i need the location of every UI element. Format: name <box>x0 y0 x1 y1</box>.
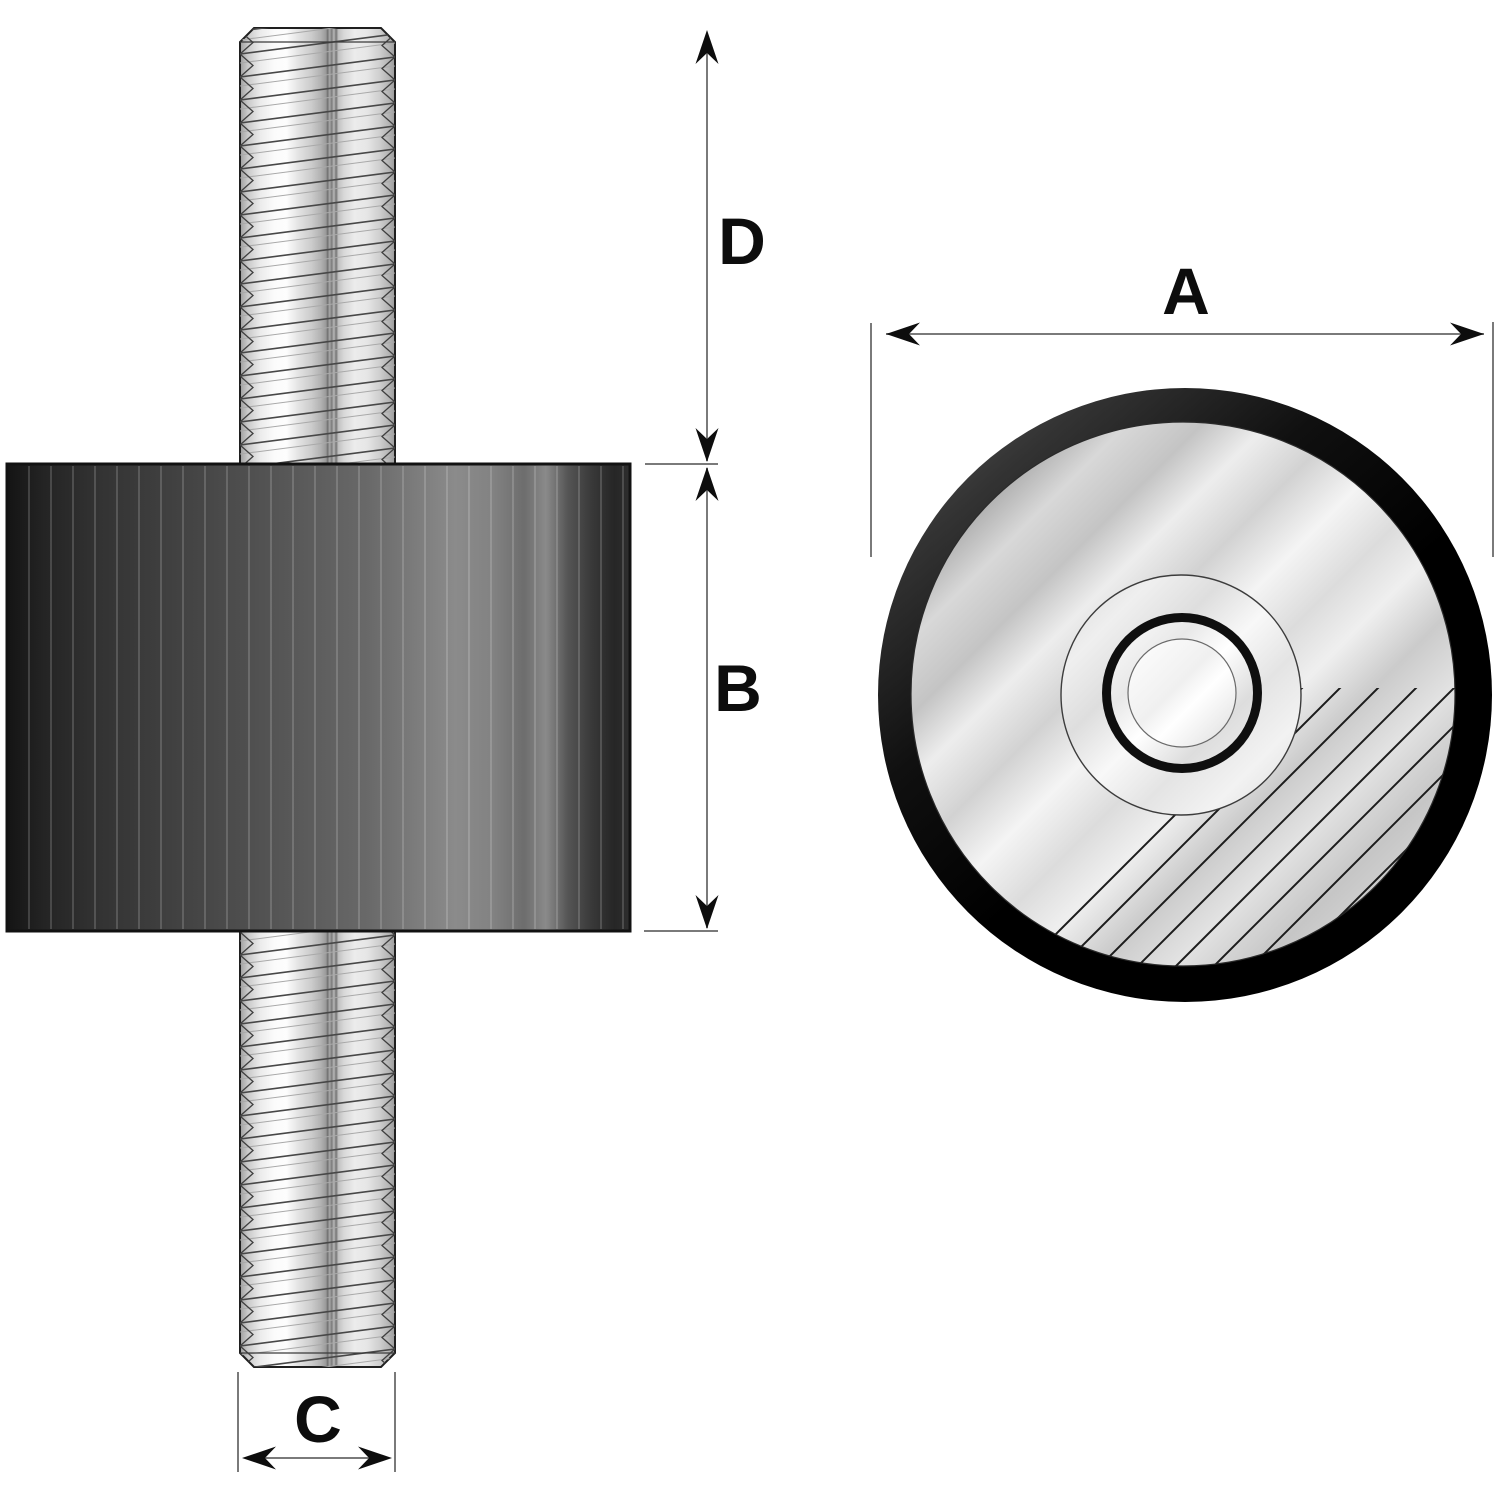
top-view <box>878 388 1492 1002</box>
dim-label-b: B <box>714 651 762 725</box>
rubber-body <box>5 462 632 933</box>
dim-label-d: D <box>718 204 766 278</box>
rubber-body-stripes <box>28 466 624 929</box>
dimension-lines <box>237 33 1494 1472</box>
hole-bore <box>1127 638 1237 748</box>
bottom-stud-threads <box>240 931 395 1367</box>
bottom-stud-body <box>239 930 396 1368</box>
bottom-stud <box>239 930 396 1368</box>
top-stud-body <box>239 27 396 465</box>
dim-label-c: C <box>294 1382 342 1456</box>
side-view <box>5 27 632 1368</box>
dim-label-a: A <box>1162 254 1210 328</box>
top-stud <box>239 27 396 465</box>
rubber-body-rect <box>5 462 632 933</box>
top-stud-threads <box>240 28 395 464</box>
